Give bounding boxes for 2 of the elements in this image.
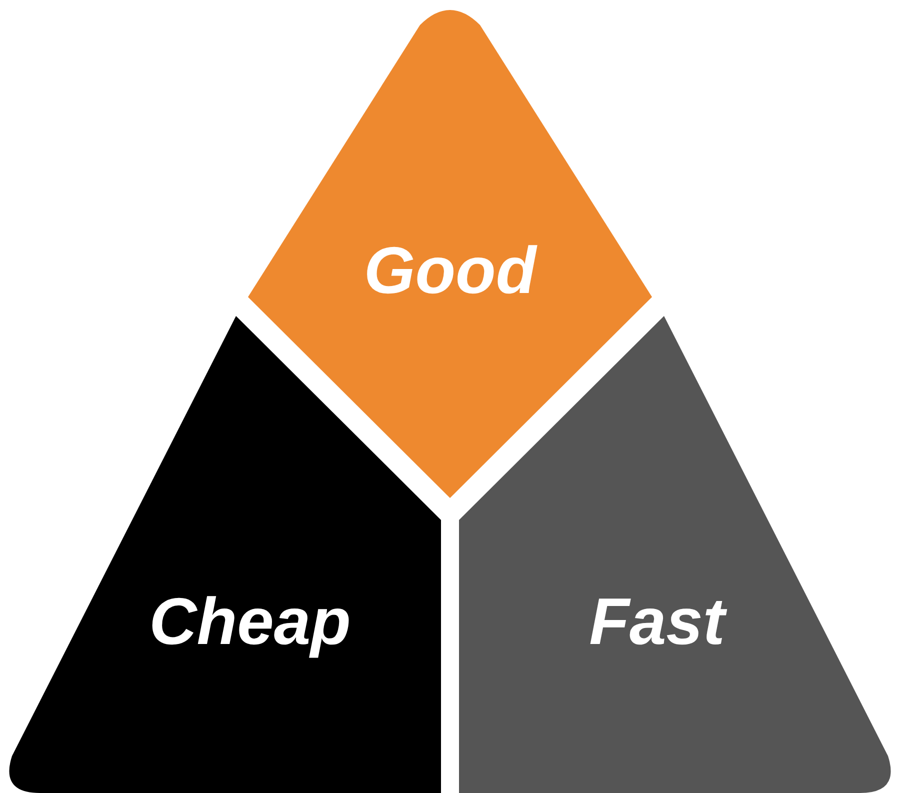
segment-label: Fast — [589, 588, 725, 654]
segment-label: Good — [364, 237, 536, 303]
